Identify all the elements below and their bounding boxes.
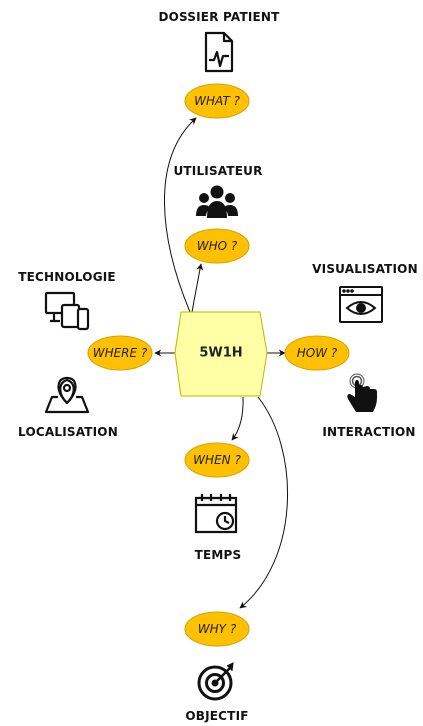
medical-document-icon [204, 31, 234, 73]
dossier-patient-label: DOSSIER PATIENT [158, 10, 280, 24]
connector-what [164, 117, 197, 313]
localisation-label: LOCALISATION [18, 425, 118, 439]
why-label: WHY ? [197, 622, 237, 636]
technologie-label: TECHNOLOGIE [18, 270, 116, 284]
center-hexagon [174, 311, 268, 397]
who-label: WHO ? [196, 239, 238, 253]
how-label: HOW ? [296, 346, 338, 360]
ellipse-how [284, 335, 350, 371]
interaction-label: INTERACTION [322, 425, 416, 439]
utilisateur-label: UTILISATEUR [173, 164, 263, 178]
objectif-label: OBJECTIF [185, 709, 249, 723]
when-label: WHEN ? [193, 453, 241, 467]
ellipse-what [184, 83, 250, 119]
ellipse-where [87, 335, 153, 371]
connector-who [191, 263, 204, 313]
target-icon [197, 662, 234, 701]
ellipse-when [184, 442, 250, 478]
what-label: WHAT ? [194, 94, 240, 108]
devices-icon [44, 291, 90, 331]
visualisation-label: VISUALISATION [312, 262, 418, 276]
ellipse-why [184, 611, 250, 647]
calendar-clock-icon [194, 494, 238, 534]
connector-why [239, 396, 289, 609]
touch-hand-icon [347, 373, 377, 412]
temps-label: TEMPS [194, 548, 242, 562]
users-group-icon [196, 185, 238, 218]
connector-when [231, 396, 244, 441]
ellipse-who [184, 228, 250, 264]
center-label: 5W1H [199, 345, 243, 361]
eye-window-icon [339, 286, 383, 323]
where-label: WHERE ? [92, 346, 148, 360]
map-pin-icon [44, 376, 90, 414]
